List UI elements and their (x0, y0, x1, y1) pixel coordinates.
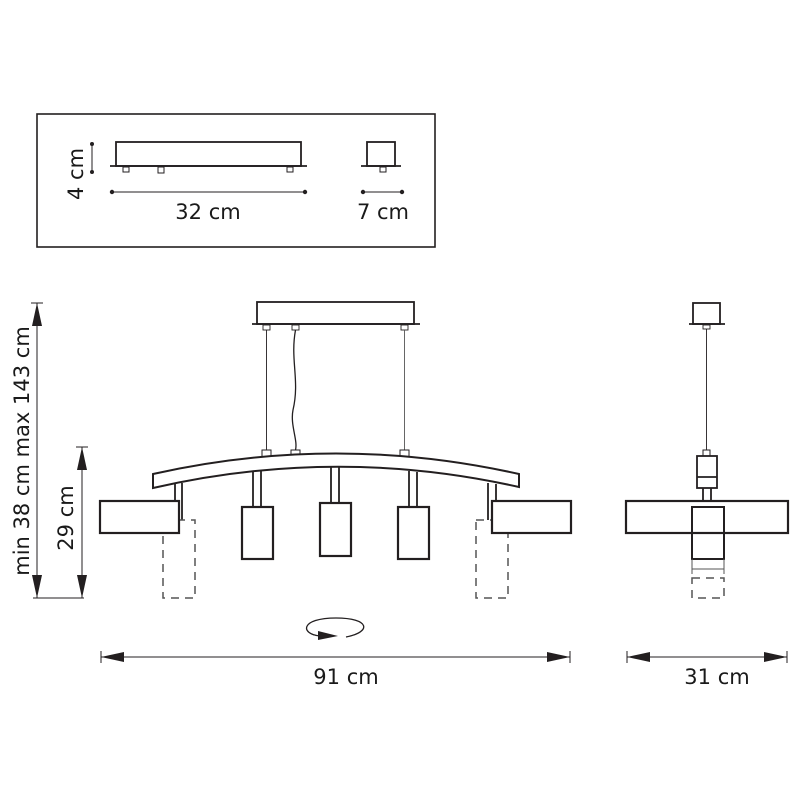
width-label: 91 cm (313, 665, 378, 689)
inset-frame (36, 113, 436, 248)
side-canopy (689, 302, 725, 330)
side-alternate-shade-position (691, 577, 725, 599)
depth-label: 31 cm (684, 665, 749, 689)
canopy-side-shape (361, 141, 401, 173)
body-height-dimension: 29 cm (54, 446, 88, 598)
canopy-width-dimension: 7 cm (357, 189, 409, 224)
canopy-width-label: 7 cm (357, 200, 409, 224)
front-view: 91 cm min 38 cm max 143 cm 29 cm (10, 301, 573, 689)
canopy-height-dimension: 4 cm (64, 142, 94, 200)
shade-stems (174, 467, 497, 520)
canopy-inset: 4 cm 32 cm 7 cm (36, 113, 436, 248)
total-height-dimension: min 38 cm max 143 cm (10, 302, 84, 599)
shade-1 (98, 499, 181, 535)
canopy-length-label: 32 cm (175, 200, 240, 224)
body-height-label: 29 cm (54, 485, 78, 550)
suspension-wires (261, 329, 410, 459)
side-shade-vertical (691, 506, 725, 574)
shade-2 (240, 505, 275, 561)
side-view: 31 cm (624, 302, 790, 689)
width-dimension: 91 cm (100, 651, 571, 689)
shade-3 (318, 501, 353, 558)
canopy-front-shape (110, 141, 307, 174)
lamp-shades (98, 499, 573, 561)
canopy-height-label: 4 cm (64, 148, 88, 200)
shade-5 (490, 499, 573, 535)
canopy-length-dimension: 32 cm (109, 189, 308, 224)
depth-dimension: 31 cm (626, 651, 788, 689)
side-shade-horizontal (624, 499, 790, 535)
total-height-label: min 38 cm max 143 cm (10, 326, 34, 576)
rotate-arrow-icon (305, 617, 365, 640)
shade-4 (396, 505, 431, 561)
curved-lamp-bar (152, 452, 520, 490)
front-canopy (252, 301, 420, 331)
